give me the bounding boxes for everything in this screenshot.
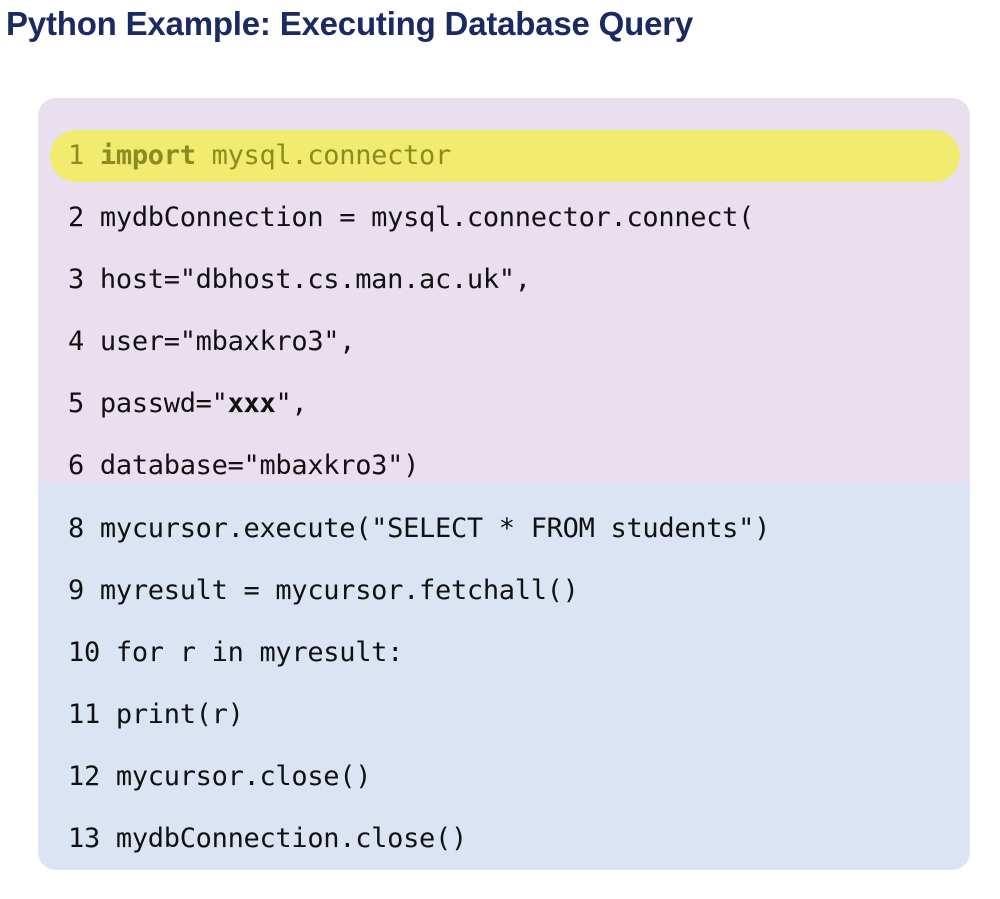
code-line-text: for r in myresult: (115, 637, 404, 668)
code-line-text: passwd="xxx", (99, 388, 308, 419)
code-line-number: 4 (68, 326, 100, 357)
code-line-number: 12 (68, 761, 116, 792)
code-line-number: 1 (68, 140, 100, 171)
code-line: 2 mydbConnection = mysql.connector.conne… (68, 187, 968, 249)
code-line: 13 mydbConnection.close() (68, 808, 968, 870)
code-block-query (38, 483, 970, 870)
code-line-number: 5 (68, 388, 100, 419)
code-line: 5 passwd="xxx", (68, 373, 968, 435)
code-line: 4 user="mbaxkro3", (68, 311, 968, 373)
code-line: 1 import mysql.connector (68, 125, 968, 187)
code-line-number: 8 (68, 513, 100, 544)
page-title: Python Example: Executing Database Query (6, 5, 694, 42)
code-keyword: import (99, 140, 196, 171)
code-line-number: 10 (68, 637, 116, 668)
code-line-text: mycursor.close() (115, 761, 372, 792)
code-line: 3 host="dbhost.cs.man.ac.uk", (68, 249, 968, 311)
code-line-text: database="mbaxkro3") (99, 450, 420, 481)
code-line: 8 mycursor.execute("SELECT * FROM studen… (68, 498, 968, 560)
code-line-text: import mysql.connector (99, 140, 451, 171)
code-emphasis: xxx (227, 388, 276, 419)
code-line-text: host="dbhost.cs.man.ac.uk", (99, 264, 531, 295)
code-line-highlight-band (50, 130, 960, 182)
code-line-number: 13 (68, 823, 116, 854)
code-line-number: 2 (68, 202, 100, 233)
code-line-text: user="mbaxkro3", (99, 326, 356, 357)
code-line-number: 6 (68, 450, 100, 481)
code-line: 10 for r in myresult: (68, 622, 968, 684)
code-line: 11 print(r) (68, 684, 968, 746)
code-line-text: mydbConnection = mysql.connector.connect… (99, 202, 755, 233)
code-line: 6 database="mbaxkro3") (68, 435, 968, 497)
code-line-text: mycursor.execute("SELECT * FROM students… (99, 513, 771, 544)
code-line-text: myresult = mycursor.fetchall() (99, 575, 579, 606)
code-line-number: 11 (68, 699, 116, 730)
code-line-number: 3 (68, 264, 100, 295)
code-line-number: 9 (68, 575, 100, 606)
code-line: 9 myresult = mycursor.fetchall() (68, 560, 968, 622)
code-line-text: mydbConnection.close() (115, 823, 467, 854)
code-line-text: print(r) (115, 699, 244, 730)
code-line: 12 mycursor.close() (68, 746, 968, 808)
